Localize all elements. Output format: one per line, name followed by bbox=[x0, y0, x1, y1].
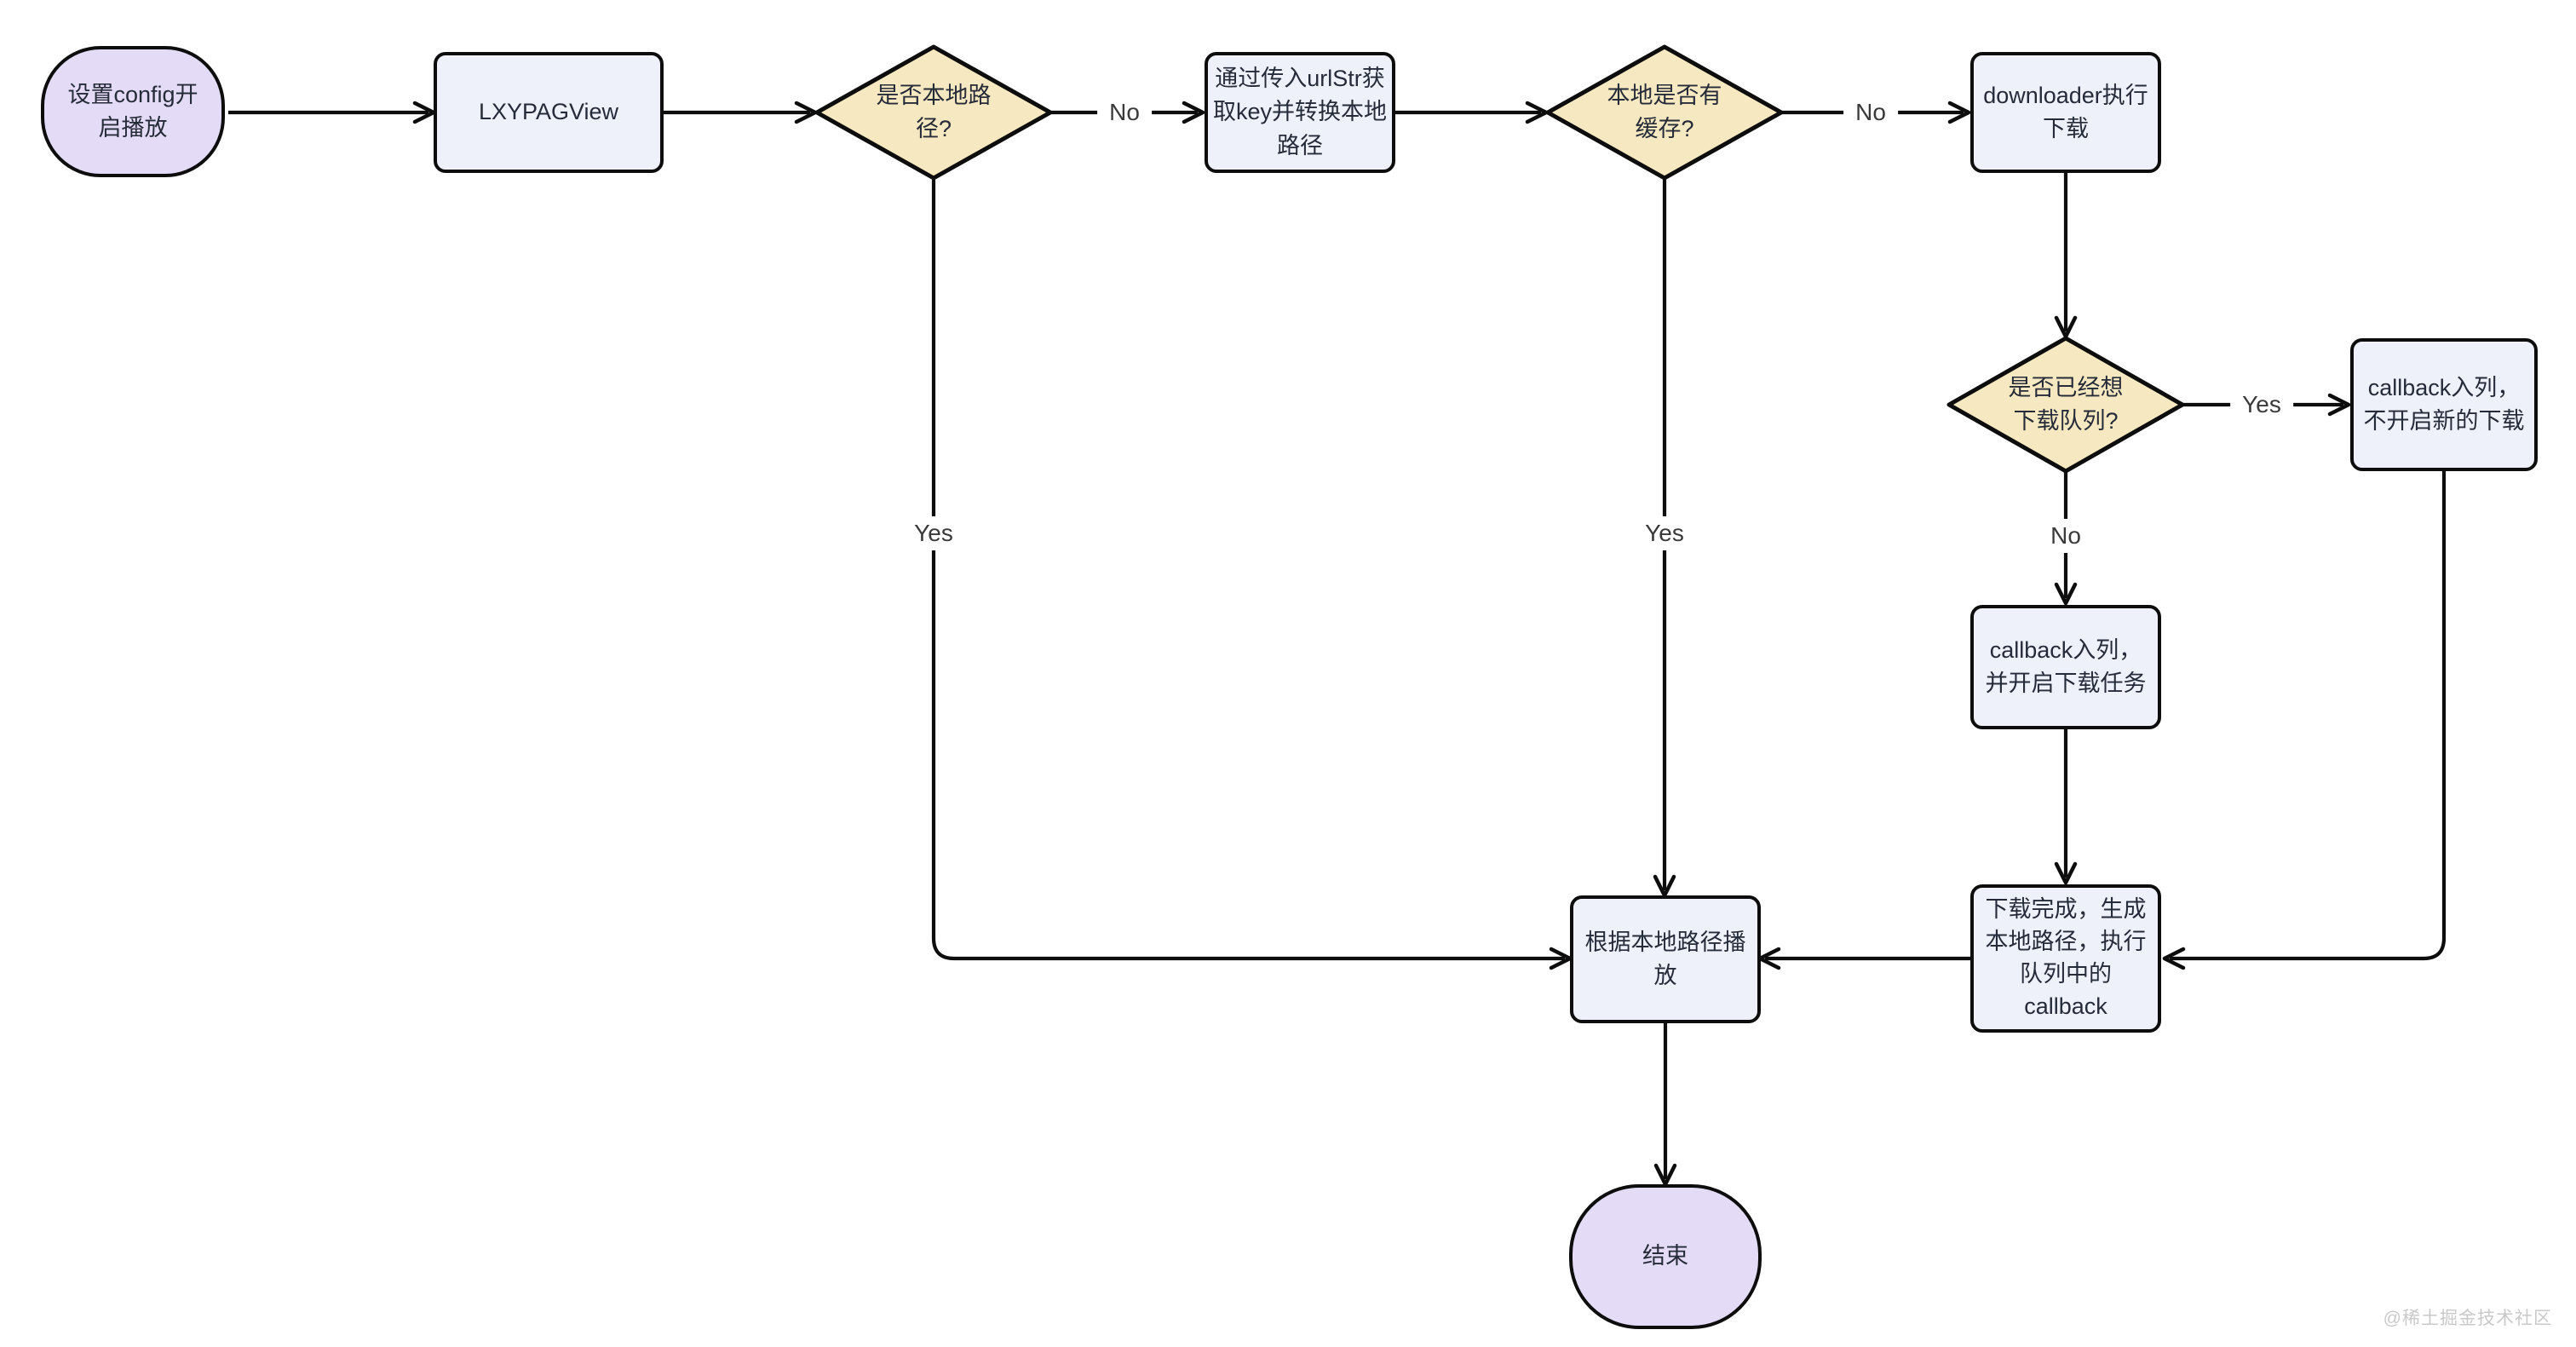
node-callback-start: callback入列， 并开启下载任务 bbox=[1970, 605, 2161, 729]
watermark: @稀土掘金技术社区 bbox=[2383, 1309, 2552, 1328]
edge-label-has-cache-no: No bbox=[1843, 95, 1898, 130]
node-convert-path: 通过传入urlStr获 取key并转换本地 路径 bbox=[1205, 52, 1395, 173]
edge-is-local-path-yes-to-play-local bbox=[931, 178, 1573, 970]
node-lxypagview: LXYPAGView bbox=[434, 52, 664, 173]
decision-diamond-is-local-path bbox=[814, 44, 1053, 181]
node-in-queue-label: 是否已经想 下载队列? bbox=[2008, 374, 2124, 434]
node-is-local-path-label: 是否本地路 径? bbox=[876, 82, 992, 141]
node-play-local: 根据本地路径播 放 bbox=[1570, 895, 1761, 1023]
node-start: 设置config开 启播放 bbox=[41, 46, 225, 177]
edge-label-is-local-path-no: No bbox=[1097, 95, 1152, 130]
node-callback-no-new: callback入列， 不开启新的下载 bbox=[2350, 338, 2538, 471]
edge-label-is-local-path-yes: Yes bbox=[902, 516, 965, 550]
edge-label-in-queue-no: No bbox=[2038, 519, 2093, 553]
node-end: 结束 bbox=[1569, 1184, 1762, 1329]
decision-diamond-has-cache bbox=[1545, 44, 1784, 181]
decision-diamond-in-queue bbox=[1946, 336, 2185, 474]
node-download-done: 下载完成，生成 本地路径，执行 队列中的 callback bbox=[1970, 884, 2161, 1033]
edge-callback-no-new-to-download-done bbox=[2162, 470, 2447, 970]
edge-label-has-cache-yes: Yes bbox=[1633, 516, 1696, 550]
node-has-cache-label: 本地是否有 缓存? bbox=[1607, 82, 1722, 141]
edge-label-in-queue-yes: Yes bbox=[2230, 388, 2293, 422]
node-downloader: downloader执行 下载 bbox=[1970, 52, 2161, 173]
